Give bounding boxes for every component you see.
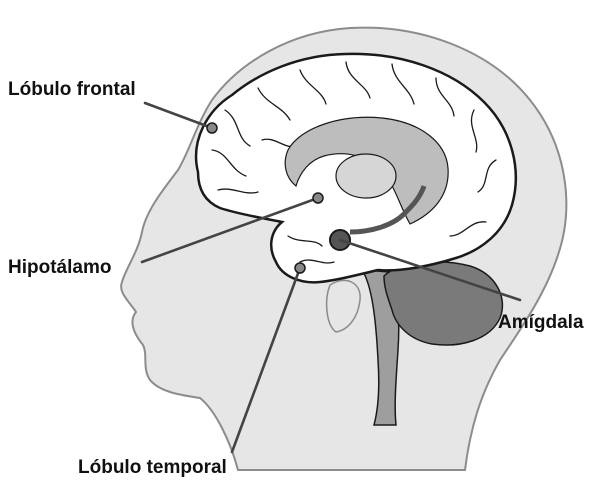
label-frontal-lobe: Lóbulo frontal xyxy=(8,80,136,99)
thalamus xyxy=(336,154,396,198)
label-amygdala: Amígdala xyxy=(498,313,584,332)
dot-hypothalamus xyxy=(313,193,323,203)
label-hypothalamus: Hipotálamo xyxy=(8,258,111,277)
dot-frontal xyxy=(207,123,217,133)
pointer-frontal xyxy=(145,103,212,128)
dot-temporal xyxy=(295,263,305,273)
label-temporal-lobe: Lóbulo temporal xyxy=(78,458,227,477)
